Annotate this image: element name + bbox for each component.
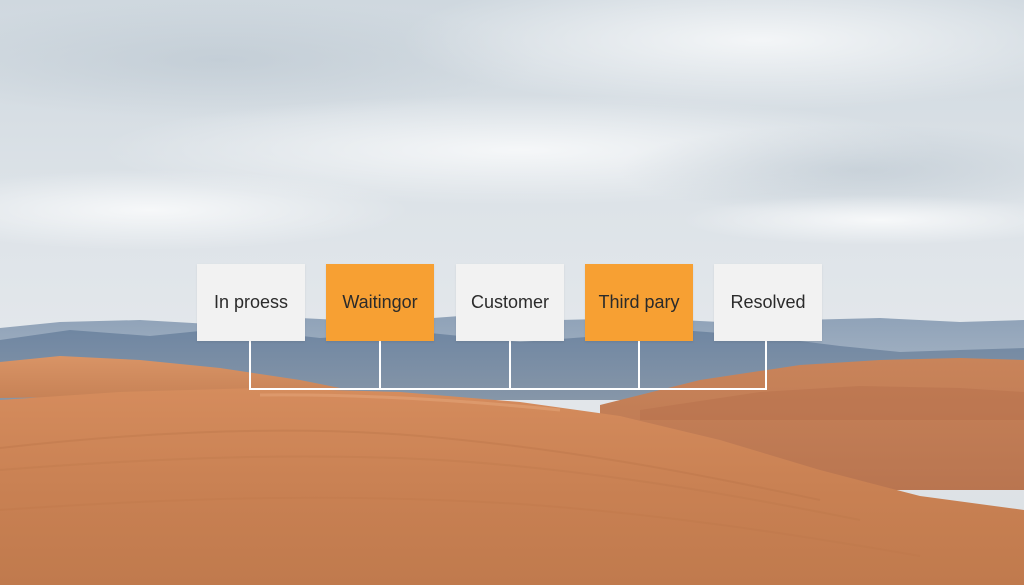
step-waiting-for: Waitingor (326, 264, 434, 341)
step-in-process: In proess (197, 264, 305, 341)
step-resolved: Resolved (714, 264, 822, 341)
step-label: Third pary (598, 292, 680, 312)
step-label: Resolved (730, 292, 806, 312)
step-customer: Customer (456, 264, 564, 341)
step-label: In proess (213, 292, 289, 312)
step-third-party: Third pary (585, 264, 693, 341)
step-label: Waitingor (342, 292, 418, 312)
step-label: Customer (470, 292, 550, 312)
